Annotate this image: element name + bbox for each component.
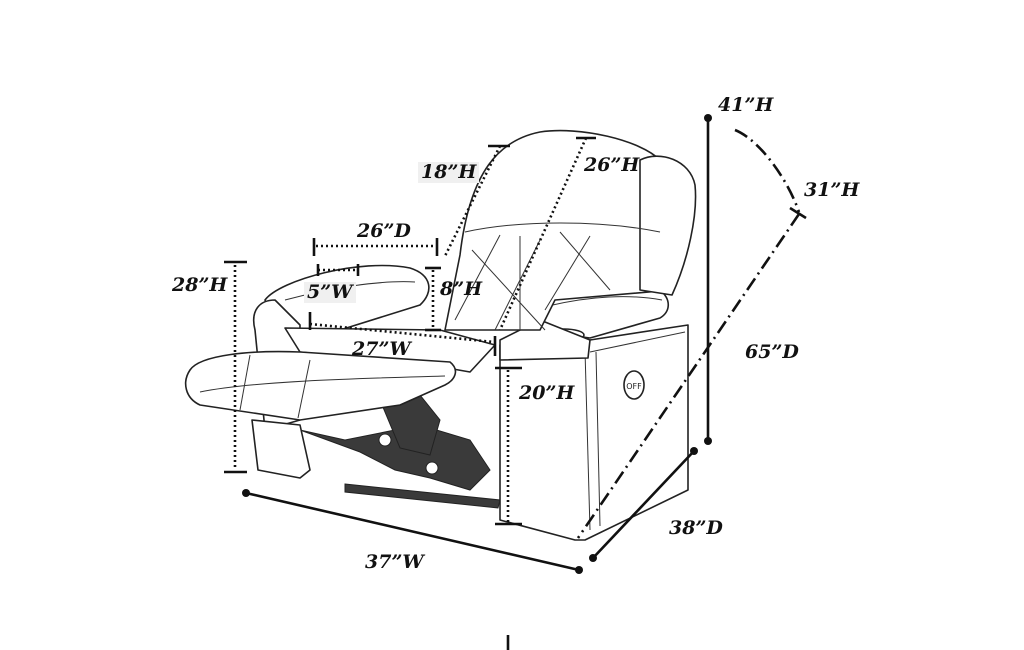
arm-to-seat-label: 8”H [440, 278, 483, 300]
seat-cushion [184, 327, 496, 479]
power-button: OFF [623, 370, 645, 400]
arm-height-label: 28”H [172, 274, 228, 296]
depth-label: 38”D [669, 517, 723, 539]
reclined-height-label: 31”H [804, 179, 860, 201]
back-cushion [444, 129, 697, 331]
seat-width-label: 27”W [352, 338, 411, 360]
overall-height-label: 41”H [718, 94, 774, 116]
recliner-mechanism [299, 394, 501, 509]
dimension-lines [224, 114, 807, 650]
power-button-label: OFF [626, 382, 642, 391]
width-label: 37”W [365, 551, 424, 573]
headrest-height-label: 18”H [418, 162, 480, 183]
back-height-label: 26”H [584, 154, 640, 176]
reclined-depth-label: 65”D [745, 341, 799, 363]
arm-width-label: 5”W [304, 282, 356, 303]
seat-depth-label: 26”D [357, 220, 411, 242]
seat-height-label: 20”H [519, 382, 575, 404]
